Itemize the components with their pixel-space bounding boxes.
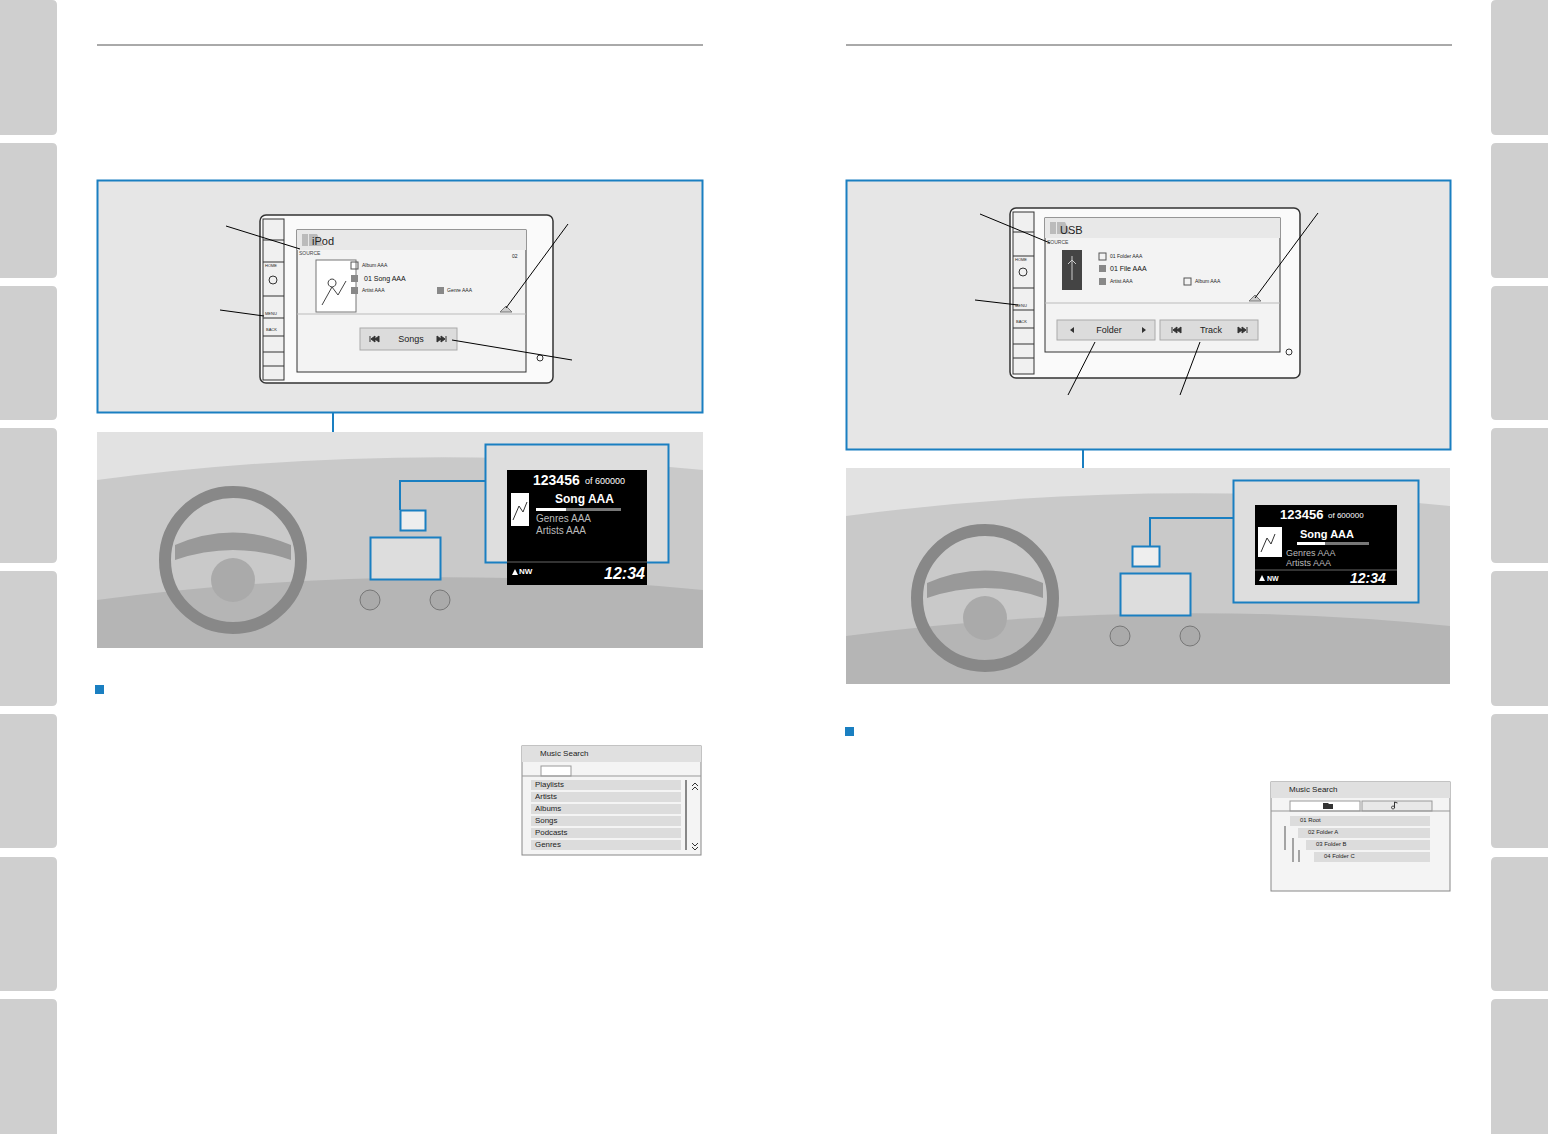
artist-text: Artist AAA (362, 288, 385, 293)
item-text: Track (1184, 320, 1238, 335)
item-text: Artists (531, 792, 681, 801)
search-panel: Music Search 01 Root 02 Folder A 03 Folder … (1271, 782, 1450, 891)
list-row: Podcasts (531, 828, 681, 838)
track-count: 123456 (533, 473, 580, 487)
item-text: 04 Folder C (1314, 852, 1430, 860)
track-number: 02 (512, 254, 518, 259)
folder-text: 01 Folder AAA (1110, 254, 1142, 259)
list-row: Genres (531, 840, 681, 850)
track-count: 123456 (1280, 508, 1323, 521)
list-row: Songs (531, 816, 681, 826)
artist-text: Artist AAA (1110, 279, 1133, 284)
button-label: MENU (265, 312, 277, 316)
item-text: 01 Root (1290, 816, 1430, 824)
song-title: Song AAA (1300, 529, 1354, 540)
list-row: 01 Root (1290, 816, 1430, 826)
panel-title: Music Search (1289, 786, 1337, 794)
item-text: 02 Folder A (1298, 828, 1430, 836)
button-label: HOME (265, 264, 277, 268)
list-row: 03 Folder B (1306, 840, 1430, 850)
list-row: Albums (531, 804, 681, 814)
source-name: iPod (312, 236, 334, 247)
track-total: of 600000 (585, 477, 625, 486)
screen-button: Songs (384, 328, 438, 350)
compass: NW (1267, 575, 1279, 582)
item-text: 03 Folder B (1306, 840, 1430, 848)
track-total: of 600000 (1328, 512, 1364, 520)
button-label: MENU (1015, 304, 1027, 308)
item-text: Playlists (531, 780, 681, 789)
button-label: BACK (266, 328, 277, 332)
item-text: Podcasts (531, 828, 681, 837)
compass: NW (519, 568, 532, 576)
item-text: Albums (531, 804, 681, 813)
panel-title: Music Search (540, 750, 588, 758)
item-text: Songs (384, 328, 438, 344)
button-label: BACK (1016, 320, 1027, 324)
song-title: Song AAA (555, 493, 614, 505)
genre-text: Genre AAA (447, 288, 472, 293)
genre-line: Genres AAA (1286, 549, 1336, 558)
list-row: 04 Folder C (1314, 852, 1430, 862)
button-label: HOME (1015, 258, 1027, 262)
source-tag: SOURCE (299, 251, 320, 256)
clock: 12:34 (1350, 571, 1386, 585)
search-panel: Music SearchPlaylistsArtistsAlbumsSongsP… (522, 746, 701, 855)
song-text: 01 Song AAA (364, 275, 406, 282)
screen-button: Folder (1078, 320, 1140, 340)
clock: 12:34 (604, 566, 645, 582)
item-text: Songs (531, 816, 681, 825)
item-text: Folder (1078, 320, 1140, 335)
list-row: 02 Folder A (1298, 828, 1430, 838)
screen-button: Track (1184, 320, 1238, 340)
genre-line: Genres AAA (536, 514, 591, 524)
album-text: Album AAA (362, 263, 387, 268)
album-text: Album AAA (1195, 279, 1220, 284)
artist-line: Artists AAA (536, 526, 586, 536)
list-row: Artists (531, 792, 681, 802)
item-text: Genres (531, 840, 681, 849)
file-text: 01 File AAA (1110, 265, 1147, 272)
list-row: Playlists (531, 780, 681, 790)
artist-line: Artists AAA (1286, 559, 1331, 568)
source-name: USB (1060, 225, 1083, 236)
source-tag: SOURCE (1047, 240, 1068, 245)
